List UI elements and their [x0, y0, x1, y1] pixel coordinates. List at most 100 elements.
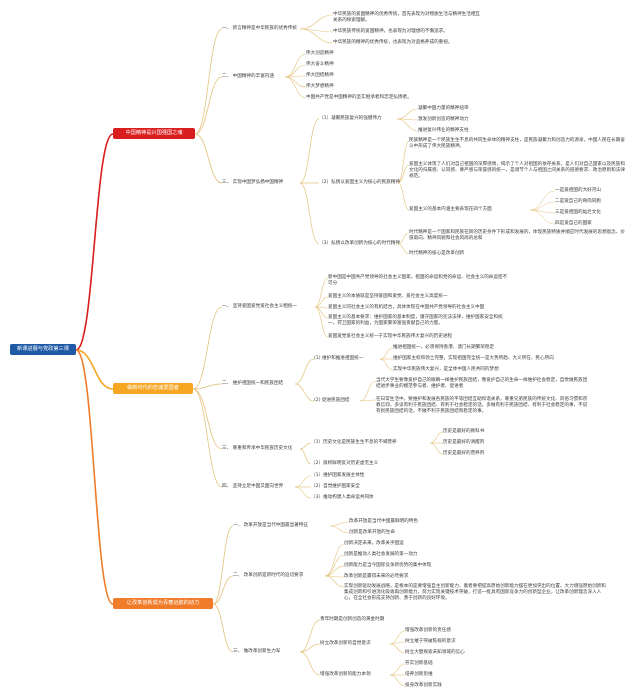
connector-line [212, 575, 234, 605]
connector-line [324, 543, 345, 577]
b1-s3-point-3[interactable]: （3）弘扬以改革创新为核心的时代精神 [319, 241, 401, 246]
b2-section-3[interactable]: 三、 尊重和传承中华民族历史文化 [222, 446, 293, 451]
b3-s3-point-2[interactable]: 增强改革创新的能力本领 [320, 672, 371, 677]
connector-line [75, 133, 114, 351]
b2-s3-point-1[interactable]: （1）历史文化是民族生生不息的不竭营养 [311, 440, 397, 445]
b1-section-2[interactable]: 二、 中国精神的丰富内涵 [222, 74, 274, 79]
b2-section-4[interactable]: 四、 坚持立足中国又面向世界 [222, 484, 284, 489]
connector-line [389, 641, 406, 645]
connector-line [324, 554, 345, 577]
connector-line [429, 431, 444, 444]
connector-line [379, 347, 394, 360]
connector-line [379, 358, 394, 371]
b3-s2-item: 实现创新驱动发展战略，是根本的是要增强自主创新能力，着者要把提高原始创新能力摆在… [344, 584, 606, 601]
b2-s1-item: 爱国主义同社会主义的有机结合，具体体现在中国共产党领导的社会主义中国 [328, 305, 485, 310]
b2-s2-p1-item: 维护国家主权和领土完整，实现祖国完全统一是大势所趋、大义所在、民心所向 [393, 356, 554, 361]
connector-line [299, 448, 312, 465]
branch-3-node[interactable]: 让改革创新成为青春远航的动力 [113, 598, 213, 609]
connector-line [389, 630, 406, 645]
connector-line [397, 232, 410, 245]
connector-line [324, 565, 345, 577]
b1-s3-point-1[interactable]: （1）凝聚民族复兴的强健伟力 [319, 116, 382, 121]
branch-1-node[interactable]: 中国精神是兴国强国之魂 [113, 128, 195, 139]
connector-line [294, 358, 315, 385]
b1-s2-item: 伟大奋斗精神 [306, 62, 334, 67]
b2-section-1[interactable]: 一、 坚持爱国爱党爱社会主义相统一 [222, 304, 297, 309]
b2-s4-item: （2）自觉维护国家安全 [311, 484, 360, 489]
b2-s2-p1-item: 推进祖国统一，必须保持香港、澳门长期繁荣稳定 [393, 345, 495, 350]
b2-s2-p1-item: 实现中华民族伟大复兴，是全体中国人民共同的梦想 [393, 367, 499, 372]
connector-line [299, 619, 321, 653]
b1-section-3[interactable]: 三、 实现中国梦弘扬中国精神 [222, 180, 284, 185]
connector-line [294, 383, 315, 402]
connector-line [284, 76, 307, 99]
b1-s3-p2-sub: 三是爱祖国的灿烂文化 [555, 210, 601, 215]
b3-section-3[interactable]: 三、 做改革创新生力军 [233, 649, 281, 654]
b3-s3-p1-item: 树立大胆探索未知领域的信心 [405, 650, 465, 655]
b2-s1-item: 爱国主义的基本要求：维护国家的基本制度，遵守国家的宪法法律，维护国家安全和统一，… [328, 315, 503, 326]
b2-s1-item: 爱国爱党爱社会主义统一于实现中华民族伟大复兴的历史进程 [328, 334, 453, 339]
connector-line [324, 575, 345, 588]
b1-s3-p2-sub: 一是爱祖国的大好河山 [555, 188, 601, 193]
connector-line [397, 182, 410, 211]
connector-line [389, 643, 406, 654]
b2-s2-point-2[interactable]: (2) 促进民族团结 [314, 398, 350, 403]
b1-s1-item: 中华民族的精神的优秀传统，也表现为对品格养成的重视。 [333, 40, 453, 45]
b1-s3-p3-item: 时代精神是一个国家和民族在新的历史条件下形成和发展的，体现民族特质并顺应时代发展… [409, 230, 625, 241]
b1-s3-p1-item: 凝聚中国力量的精神纽带 [418, 106, 469, 111]
connector-line [75, 349, 114, 390]
b1-s3-p2-text: 爱国主义体现了人们对自己祖国的深厚感情，揭示了个人对祖国的依存关系，是人们对自己… [409, 162, 625, 179]
branch-2-node[interactable]: 做新时代的忠诚爱国者 [113, 383, 193, 394]
b1-s2-note: 中国共产党是中国精神的坚实继承者和忠定弘扬者。 [306, 95, 412, 100]
connector-line [212, 603, 234, 653]
connector-line [294, 475, 312, 488]
connector-line [75, 349, 114, 605]
connector-line [529, 190, 556, 211]
b3-s1-item: 创新是改革开放的生命 [349, 530, 395, 535]
connector-line [329, 521, 350, 527]
b1-s1-item: 中华民族传统的爱国精神，也表现为对理想的不懈追求。 [333, 29, 448, 34]
connector-line [314, 277, 329, 308]
connector-line [284, 53, 307, 78]
connector-line [397, 140, 410, 184]
b2-s4-item: （1）维护国家发展主体性 [311, 473, 365, 478]
b3-section-2[interactable]: 二、 改革创新是新时代的迫切要求 [233, 573, 304, 578]
connector-line [299, 182, 320, 245]
b3-s3-item: 青年时期是创新创造的黄金时期 [320, 617, 385, 622]
b1-s2-item: 伟大梦想精神 [306, 84, 334, 89]
b3-s3-point-1[interactable]: 树立改革创新的自觉意识 [320, 641, 371, 646]
b3-s1-item: 改革开放是当代中国最鲜明的特色 [349, 519, 418, 524]
b2-s2-point-1[interactable]: (1) 维护和推进祖国统一 [314, 356, 364, 361]
connector-line [396, 118, 419, 132]
connector-line [192, 388, 223, 488]
b2-s3-point-2[interactable]: （2）旗帜鲜明反对历史虚无主义 [311, 461, 379, 466]
connector-line [397, 243, 410, 255]
connector-line [284, 76, 307, 88]
b1-s3-p2-sub: 四是爱自己的国家 [555, 221, 592, 226]
root-node[interactable]: 新课进展与党政第三课 [10, 344, 76, 355]
connector-line [397, 164, 410, 184]
b3-s2-item: 创新是推动人类社会发展的第一动力 [344, 552, 418, 557]
b2-section-2[interactable]: 二、 维护祖国统一和民族团结 [222, 381, 284, 386]
connector-line [299, 118, 320, 184]
b1-s3-p1-item: 激发创新创造的精神动力 [418, 117, 469, 122]
b1-s2-item: 伟大团结精神 [306, 73, 334, 78]
connector-line [194, 76, 223, 135]
connector-line [299, 643, 321, 653]
connector-line [284, 64, 307, 78]
connector-line [429, 442, 444, 455]
connector-line [314, 306, 329, 338]
connector-line [192, 306, 223, 390]
connector-line [389, 663, 406, 676]
connector-line [194, 28, 223, 135]
b3-s2-item: 创新决定未来，改革关乎国运 [344, 541, 404, 546]
b2-s3-p1-item: 历史是最好的教科书 [443, 429, 485, 434]
connector-line [192, 383, 223, 390]
b1-section-1[interactable]: 一、 新言精神是中华民族的优秀传统 [222, 26, 297, 31]
b3-s3-p2-item: 夯实创新基础 [405, 661, 433, 666]
b3-section-1[interactable]: 一、 改革开放是当代中国最显著特征 [233, 523, 308, 528]
b1-s3-point-2[interactable]: （2）弘扬以爱国主义为核心的民族精神 [319, 180, 401, 185]
connector-line [359, 399, 377, 402]
b2-s2-p2-item: 当代大学生要像爱护自己的眼睛一样维护民族团结，像爱护自己的生命一样维护社会稳定，… [376, 378, 588, 389]
